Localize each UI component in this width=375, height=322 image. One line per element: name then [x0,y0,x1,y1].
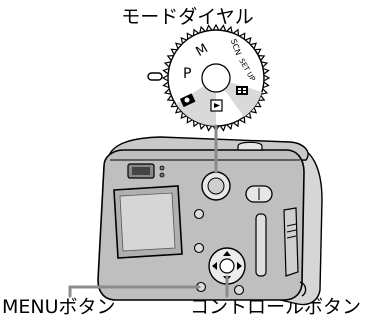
dial-indicator [147,72,163,81]
leader-lines [68,124,229,298]
movie-mode-icon [236,86,248,95]
menu-button-label: MENUボタン [2,296,116,318]
camera-mode-icon [179,93,196,108]
control-pad [208,247,246,285]
camera-body [97,136,323,306]
menu-button-leader [68,285,201,298]
playback-mode-icon [210,99,223,112]
mode-dial-illustration: P M SCN SET UP [147,23,271,133]
control-button-label: コントロールボタン [190,296,362,318]
dial-mark-p: P [183,66,191,82]
mode-dial-label: モードダイヤル [121,6,254,28]
